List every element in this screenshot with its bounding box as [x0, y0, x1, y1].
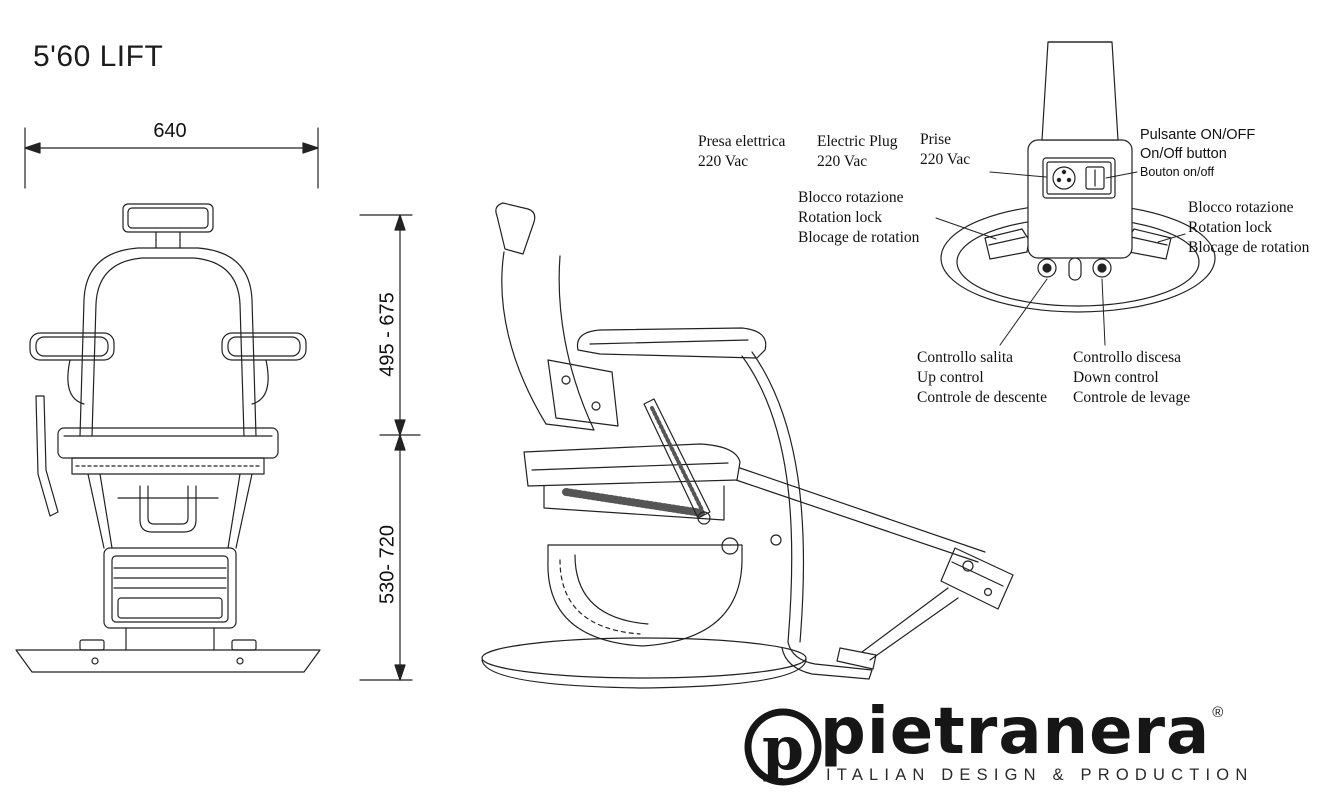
front-seat — [57, 427, 279, 475]
power-socket-panel — [1042, 157, 1116, 199]
brand-logo: pietranera ® — [820, 700, 1223, 764]
front-backrest — [79, 247, 257, 437]
side-armrest — [576, 327, 767, 359]
side-backrest — [501, 251, 619, 431]
label-plug-italian: Presa elettrica 220 Vac — [698, 132, 785, 172]
label-line: Electric Plug — [817, 133, 898, 150]
label-line: 220 Vac — [920, 150, 971, 168]
dimension-seat-height-label: 530- 720 — [376, 525, 399, 604]
label-line: 220 Vac — [817, 152, 868, 170]
label-down-control: Controllo discesa Down control Controle … — [1073, 348, 1190, 407]
front-side-lever — [35, 395, 59, 517]
page-title: 5'60 LIFT — [33, 40, 164, 73]
logo-monogram: p — [762, 714, 804, 784]
side-lift-drum — [547, 544, 743, 647]
center-pin — [1068, 257, 1082, 281]
front-armrests — [29, 332, 307, 405]
label-line: Down control — [1073, 368, 1159, 386]
rotation-lock-bracket-right — [1126, 228, 1172, 260]
label-line: Up control — [917, 368, 984, 386]
label-rotation-lock-left: Blocco rotazione Rotation lock Blocage d… — [798, 188, 919, 247]
label-line: 220 Vac — [698, 152, 749, 170]
label-line: Blocco rotazione — [798, 189, 904, 206]
side-footrest — [735, 467, 1014, 670]
rotation-lock-bracket-left — [984, 228, 1030, 260]
brand-wordmark: pietranera — [820, 695, 1211, 769]
brand-tagline: ITALIAN DESIGN & PRODUCTION — [826, 766, 1254, 784]
label-line: Rotation lock — [798, 208, 882, 226]
label-line: Controllo discesa — [1073, 349, 1182, 366]
power-socket — [1052, 166, 1076, 190]
front-view-drawing — [15, 203, 321, 673]
pietranera-logo-mark: p — [744, 708, 822, 786]
side-seat — [523, 443, 741, 521]
label-line: Controle de levage — [1073, 388, 1191, 406]
label-line: Controle de descente — [917, 388, 1047, 406]
dimension-width-arrow — [24, 127, 319, 189]
side-view-drawing — [481, 202, 1014, 689]
side-headrest — [495, 202, 536, 255]
label-line: Bouton on/off — [1140, 164, 1215, 179]
label-on-off-button: Pulsante ON/OFF On/Off button Bouton on/… — [1140, 126, 1255, 180]
dimension-back-height-label: 495 - 675 — [376, 292, 399, 377]
dimension-height-arrows — [359, 214, 421, 681]
label-line: Blocco rotazione — [1188, 199, 1294, 216]
side-pump-lever — [643, 398, 782, 555]
label-plug-french: Prise 220 Vac — [920, 130, 970, 170]
side-base — [481, 637, 807, 689]
dimension-width-label: 640 — [153, 120, 187, 142]
side-frame — [741, 351, 873, 680]
label-line: Blocage de rotation — [1188, 238, 1310, 256]
front-base — [15, 639, 321, 673]
label-rotation-lock-right: Blocco rotazione Rotation lock Blocage d… — [1188, 198, 1309, 257]
front-headrest — [122, 203, 214, 249]
label-line: Rotation lock — [1188, 218, 1272, 236]
leader-lines — [935, 171, 1186, 346]
label-line: Controllo salita — [917, 349, 1014, 366]
label-line: Blocage de rotation — [798, 228, 920, 246]
registered-mark: ® — [1212, 704, 1224, 721]
base-detail-drawing — [935, 41, 1216, 346]
label-plug-english: Electric Plug 220 Vac — [817, 132, 898, 172]
front-pump-handle — [117, 485, 219, 533]
label-line: Prise — [920, 131, 951, 148]
on-off-switch — [1085, 166, 1105, 190]
down-control-knob — [1092, 258, 1112, 278]
label-line: On/Off button — [1140, 145, 1227, 162]
front-footrest — [87, 473, 253, 651]
label-up-control: Controllo salita Up control Controle de … — [917, 348, 1047, 407]
chair-column — [1041, 41, 1119, 141]
up-control-knob — [1037, 258, 1057, 278]
label-line: Presa elettrica — [698, 133, 786, 150]
label-line: Pulsante ON/OFF — [1140, 127, 1256, 143]
